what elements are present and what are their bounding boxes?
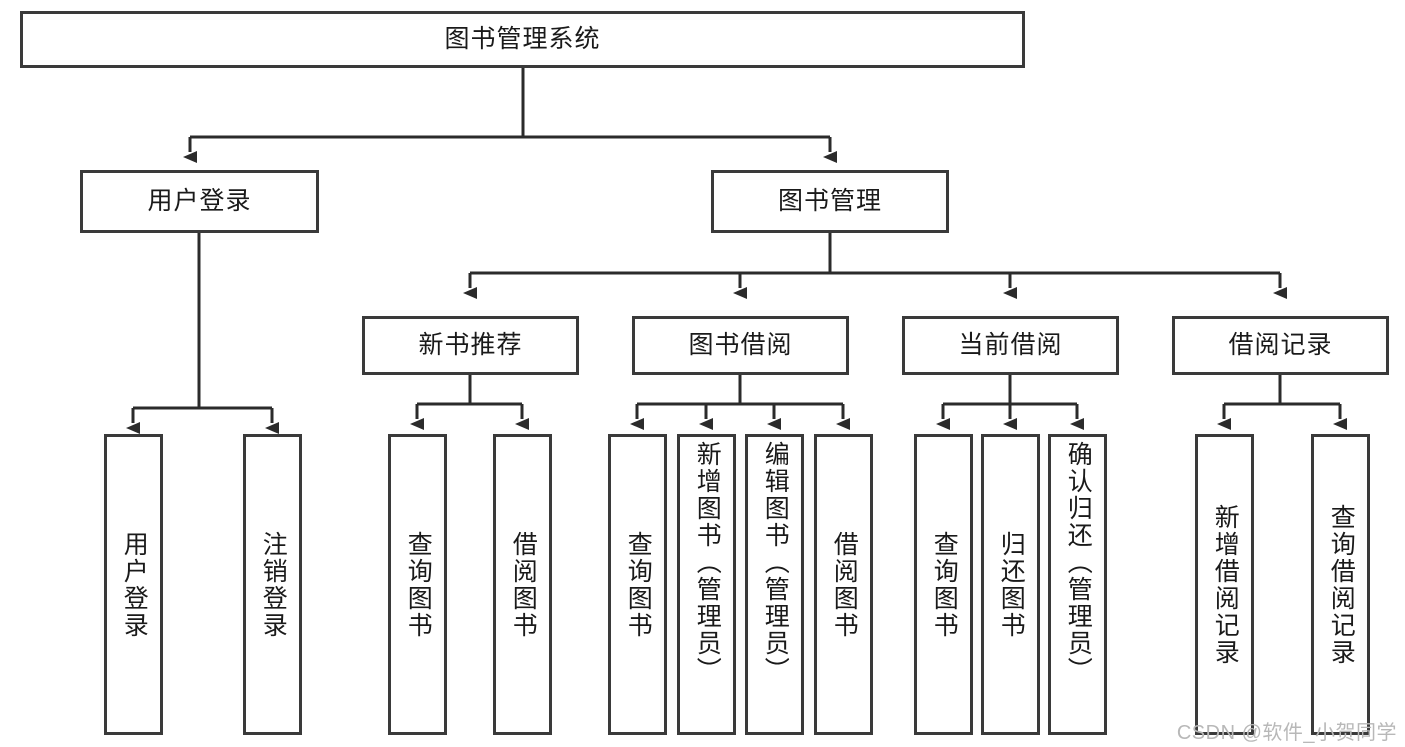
node-user-login-label: 用户登录 <box>147 186 252 215</box>
leaf-borrow-book-2[interactable]: 借阅图书 <box>814 434 873 735</box>
leaf-user-login[interactable]: 用户登录 <box>104 434 163 735</box>
node-root-label: 图书管理系统 <box>444 24 601 53</box>
leaf-borrow-book-1[interactable]: 借阅图书 <box>493 434 552 735</box>
node-user-login[interactable]: 用户登录 <box>80 170 319 233</box>
node-new-book-recommend[interactable]: 新书推荐 <box>362 316 579 375</box>
leaf-query-record-label: 查询借阅记录 <box>1327 503 1356 666</box>
node-book-borrow-label: 图书借阅 <box>688 330 793 359</box>
leaf-confirm-return-label: 确认归还（管理员） <box>1064 441 1093 684</box>
leaf-user-logout[interactable]: 注销登录 <box>243 434 302 735</box>
leaf-query-book-3[interactable]: 查询图书 <box>914 434 973 735</box>
leaf-confirm-return[interactable]: 确认归还（管理员） <box>1048 434 1107 735</box>
leaf-borrow-book-2-label: 借阅图书 <box>830 530 859 639</box>
leaf-query-book-1[interactable]: 查询图书 <box>388 434 447 735</box>
leaf-add-record[interactable]: 新增借阅记录 <box>1195 434 1254 735</box>
leaf-query-record[interactable]: 查询借阅记录 <box>1311 434 1370 735</box>
node-root[interactable]: 图书管理系统 <box>20 11 1025 68</box>
node-new-book-recommend-label: 新书推荐 <box>418 330 523 359</box>
leaf-edit-book[interactable]: 编辑图书（管理员） <box>745 434 804 735</box>
node-book-management-label: 图书管理 <box>777 186 882 215</box>
node-borrow-records-label: 借阅记录 <box>1228 330 1333 359</box>
leaf-user-login-label: 用户登录 <box>120 530 149 639</box>
node-book-management[interactable]: 图书管理 <box>711 170 949 233</box>
node-current-borrow-label: 当前借阅 <box>958 330 1063 359</box>
leaf-query-book-1-label: 查询图书 <box>404 530 433 639</box>
leaf-borrow-book-1-label: 借阅图书 <box>509 530 538 639</box>
node-book-borrow[interactable]: 图书借阅 <box>632 316 849 375</box>
leaf-return-book[interactable]: 归还图书 <box>981 434 1040 735</box>
leaf-add-book-label: 新增图书（管理员） <box>693 441 722 684</box>
leaf-edit-book-label: 编辑图书（管理员） <box>761 441 790 684</box>
node-borrow-records[interactable]: 借阅记录 <box>1172 316 1389 375</box>
leaf-return-book-label: 归还图书 <box>997 530 1026 639</box>
leaf-add-record-label: 新增借阅记录 <box>1211 503 1240 666</box>
leaf-query-book-3-label: 查询图书 <box>930 530 959 639</box>
leaf-user-logout-label: 注销登录 <box>259 530 288 639</box>
leaf-query-book-2-label: 查询图书 <box>624 530 653 639</box>
leaf-add-book[interactable]: 新增图书（管理员） <box>677 434 736 735</box>
node-current-borrow[interactable]: 当前借阅 <box>902 316 1119 375</box>
leaf-query-book-2[interactable]: 查询图书 <box>608 434 667 735</box>
watermark: CSDN @软件_小贺同学 <box>1176 722 1397 744</box>
